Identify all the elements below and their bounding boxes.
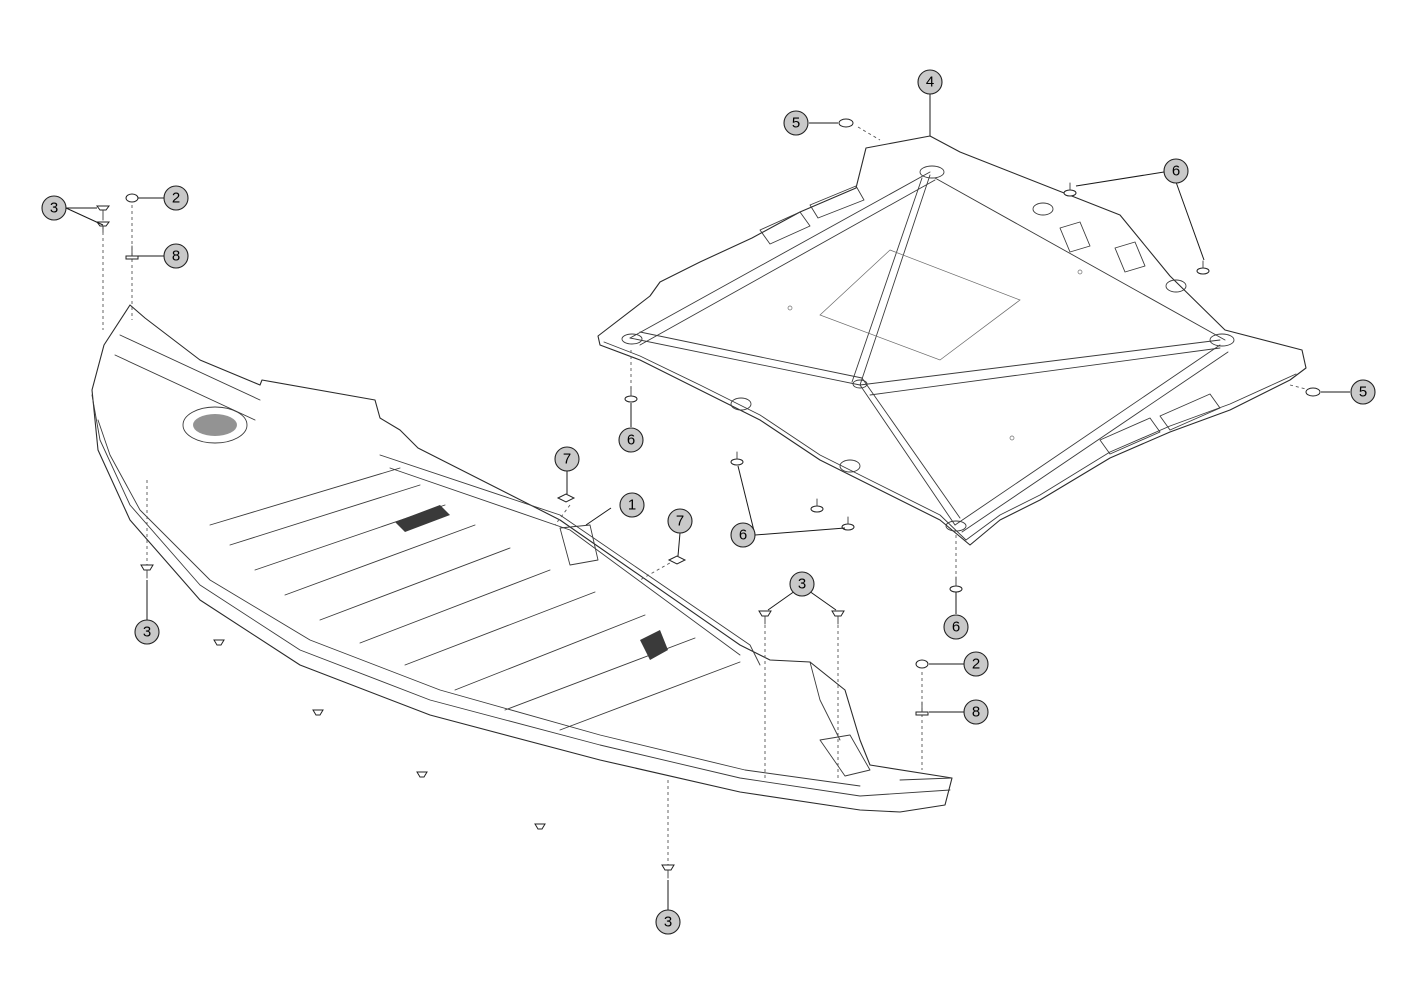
callout-label: 2 (972, 656, 980, 673)
callout-6: 6 (730, 522, 756, 548)
callout-label: 6 (952, 619, 960, 636)
stud-icon (1063, 182, 1077, 197)
callout-8: 8 (163, 243, 189, 269)
push-clip-icon (661, 864, 675, 879)
bolt-icon (915, 701, 929, 716)
nut-icon (125, 193, 139, 203)
callouts: 1 2 2 3 3 3 3 4 5 5 6 6 6 6 7 7 8 8 (41, 69, 1376, 935)
callout-label: 3 (50, 200, 58, 217)
callout-label: 2 (172, 190, 180, 207)
callout-label: 6 (739, 527, 747, 544)
push-clip-icon (213, 639, 225, 646)
callout-label: 1 (628, 497, 636, 514)
callout-6: 6 (618, 427, 644, 453)
push-clip-icon (534, 823, 546, 830)
stud-icon (949, 576, 963, 593)
push-clip-icon (96, 221, 110, 233)
callout-3: 3 (789, 571, 815, 597)
grommet-icon (1305, 387, 1321, 397)
retainer-clip-icon (667, 555, 687, 565)
callout-label: 6 (1172, 163, 1180, 180)
push-clip-icon (96, 205, 110, 221)
callout-label: 5 (792, 115, 800, 132)
stud-icon (810, 498, 824, 513)
callout-label: 3 (664, 914, 672, 931)
callout-label: 5 (1359, 384, 1367, 401)
fasteners (96, 118, 1321, 879)
push-clip-icon (416, 771, 428, 778)
stud-icon (1196, 260, 1210, 275)
callout-3: 3 (134, 619, 160, 645)
callout-label: 6 (627, 432, 635, 449)
callout-3: 3 (655, 909, 681, 935)
callout-label: 8 (972, 704, 980, 721)
push-clip-icon (312, 709, 324, 716)
front-splash-shield (91, 304, 953, 813)
callout-8: 8 (963, 699, 989, 725)
stud-icon (730, 451, 744, 466)
stud-icon (624, 386, 638, 403)
callout-label: 7 (676, 513, 684, 530)
callout-2: 2 (163, 185, 189, 211)
bolt-icon (125, 245, 139, 260)
callout-5: 5 (1350, 379, 1376, 405)
push-clip-icon (140, 564, 154, 579)
assembly-axes (102, 126, 1311, 865)
callout-label: 3 (143, 624, 151, 641)
nut-icon (915, 659, 929, 669)
callout-label: 7 (563, 451, 571, 468)
callout-7: 7 (667, 508, 693, 534)
callout-3: 3 (41, 195, 67, 221)
grommet-icon (838, 118, 854, 128)
callout-5: 5 (783, 110, 809, 136)
callout-label: 3 (798, 576, 806, 593)
callout-4: 4 (917, 69, 943, 95)
callout-label: 8 (172, 248, 180, 265)
callout-2: 2 (963, 651, 989, 677)
rear-underbody-panel (597, 135, 1307, 546)
callout-6: 6 (943, 614, 969, 640)
callout-1: 1 (619, 492, 645, 518)
push-clip-icon (831, 610, 845, 625)
callout-label: 4 (926, 74, 934, 91)
callout-7: 7 (554, 446, 580, 472)
callout-6: 6 (1163, 158, 1189, 184)
push-clip-icon (758, 610, 772, 625)
retainer-clip-icon (556, 493, 576, 503)
